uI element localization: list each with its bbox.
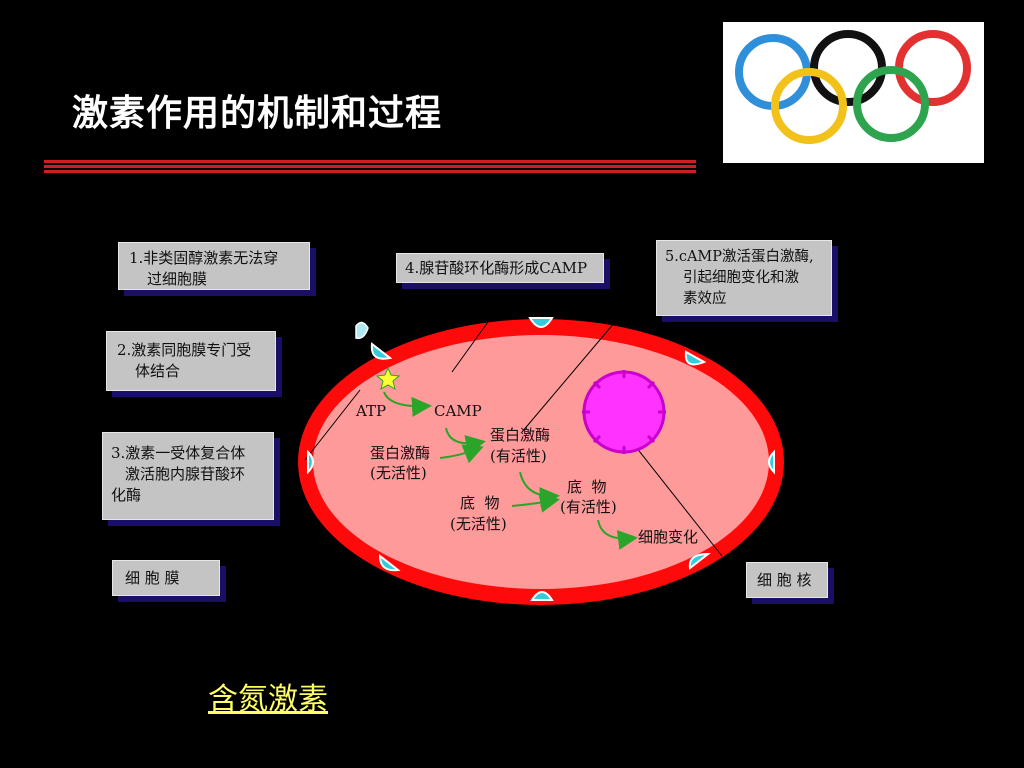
hormone-molecule-icon: [355, 321, 369, 340]
olympic-rings-logo: [723, 22, 984, 163]
atp-label: ATP: [355, 402, 386, 420]
arrow-atp-camp: [383, 391, 432, 417]
nuclear-pores: [582, 370, 666, 454]
nitrogen-hormone-link[interactable]: 含氮激素: [208, 682, 328, 717]
activation-star-icon: [375, 366, 401, 391]
callout-step-1: 1.非类固醇激素无法穿 过细胞膜: [118, 242, 310, 290]
arrow-substrate-activation: [511, 493, 560, 513]
receptor-icon: [768, 449, 775, 475]
kinase-inactive-state: (无活性): [370, 464, 427, 482]
receptor-icon: [370, 342, 393, 360]
olympic-rings-icon: [735, 30, 971, 144]
substrate-active-state: (有活性): [560, 498, 617, 516]
camp-label: CAMP: [434, 402, 482, 420]
label-nucleus: 细 胞 核: [746, 562, 828, 598]
callout-step-2: 2.激素同胞膜专门受 体结合: [106, 331, 276, 391]
reaction-arrows: [383, 391, 638, 550]
arrow-kinase-activation: [439, 444, 484, 464]
receptor-icon: [684, 350, 707, 366]
label-cell-membrane: 细 胞 膜: [112, 560, 220, 596]
cell-change-label: 细胞变化: [638, 528, 698, 546]
receptor-icon: [378, 553, 401, 572]
substrate-inactive-label: 底 物: [460, 494, 500, 512]
callout-step-5: 5.cAMP激活蛋白激酶, 引起细胞变化和激 素效应: [656, 240, 832, 316]
title-underline: [44, 160, 696, 173]
arrow-cell-change: [597, 519, 638, 550]
receptor-icon: [688, 552, 711, 570]
callout-step-3: 3.激素一受体复合体 激活胞内腺苷酸环 化酶: [102, 432, 274, 520]
kinase-active-label: 蛋白激酶: [490, 426, 550, 444]
slide-title: 激素作用的机制和过程: [72, 93, 443, 134]
callout-step-4: 4.腺苷酸环化酶形成CAMP: [396, 253, 604, 283]
substrate-active-label: 底 物: [567, 478, 607, 496]
kinase-active-state: (有活性): [490, 447, 547, 465]
arrow-camp-kinase: [445, 427, 486, 455]
receptor-icon: [530, 591, 554, 601]
receptor-icon: [307, 449, 314, 475]
membrane-receptors: [307, 317, 775, 601]
substrate-inactive-state: (无活性): [450, 515, 507, 533]
kinase-inactive-label: 蛋白激酶: [370, 444, 430, 462]
receptor-icon: [528, 317, 554, 328]
